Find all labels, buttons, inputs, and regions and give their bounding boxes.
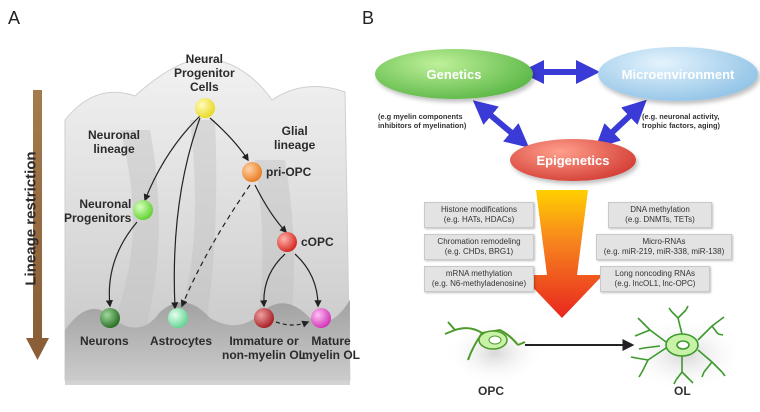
epigenetic-funnel (521, 190, 603, 318)
npc-label: Neural Progenitor Cells (174, 52, 235, 94)
copc-label: cOPC (301, 235, 334, 249)
microenvironment-ellipse: Microenvironment (598, 47, 758, 101)
mature-ol-cell (311, 308, 331, 328)
panel-b-diagram (444, 60, 745, 393)
neuronal-progenitor-cell (133, 200, 153, 220)
micro-epi-arrow (595, 99, 647, 149)
panel-a-diagram (26, 57, 351, 385)
npc-cell (195, 98, 215, 118)
genetics-epi-arrow (472, 100, 530, 148)
microenvironment-note: (e.g. neuronal activity, trophic factors… (642, 112, 721, 130)
immature-ol-cell (254, 308, 274, 328)
neurons-label: Neurons (80, 334, 129, 348)
epigenetics-label: Epigenetics (536, 152, 610, 168)
long-noncoding-rnas-box: Long noncoding RNAs (e.g. lncOL1, lnc-OP… (600, 266, 710, 292)
epigenetics-ellipse: Epigenetics (510, 139, 636, 181)
opc-cell-drawing (444, 321, 526, 361)
astrocytes-label: Astrocytes (150, 334, 213, 348)
neuronal-progenitors-label: Neuronal Progenitors (64, 197, 132, 225)
histone-modifications-box: Histone modifications (e.g. HATs, HDACs) (424, 202, 534, 228)
ol-label: OL (674, 384, 691, 398)
genetics-ellipse: Genetics (375, 49, 533, 99)
genetics-note: (e.g myelin components inhibitors of mye… (378, 112, 467, 130)
astrocyte-cell (168, 308, 188, 328)
opc-label: OPC (478, 384, 505, 398)
dna-methylation-box: DNA methylation (e.g. DNMTs, TETs) (608, 202, 712, 228)
immature-ol-label: Immature or non-myelin OL (222, 334, 306, 362)
micro-rnas-box: Micro-RNAs (e.g. miR-219, miR-338, miR-1… (596, 234, 732, 260)
genetics-label: Genetics (426, 66, 482, 82)
neuron-cell (100, 308, 120, 328)
panel-a-letter: A (8, 8, 21, 28)
mrna-methylation-box: mRNA methylation (e.g. N6-methyladenosin… (424, 266, 534, 292)
neuronal-lineage-label: Neuronal lineage (88, 128, 141, 156)
lineage-restriction-label: Lineage restriction (22, 151, 40, 286)
panel-b-letter: B (362, 8, 375, 28)
ol-cell-drawing (630, 305, 726, 385)
chromatin-remodeling-box: Chromation remodeling (e.g. CHDs, BRG1) (424, 234, 534, 260)
copc-cell (277, 232, 297, 252)
pri-opc-cell (242, 162, 262, 182)
glial-lineage-label: Glial lineage (274, 124, 316, 152)
mature-ol-label: Mature myelin OL (302, 334, 361, 362)
pri-opc-label: pri-OPC (266, 165, 312, 179)
microenvironment-label: Microenvironment (621, 66, 735, 82)
